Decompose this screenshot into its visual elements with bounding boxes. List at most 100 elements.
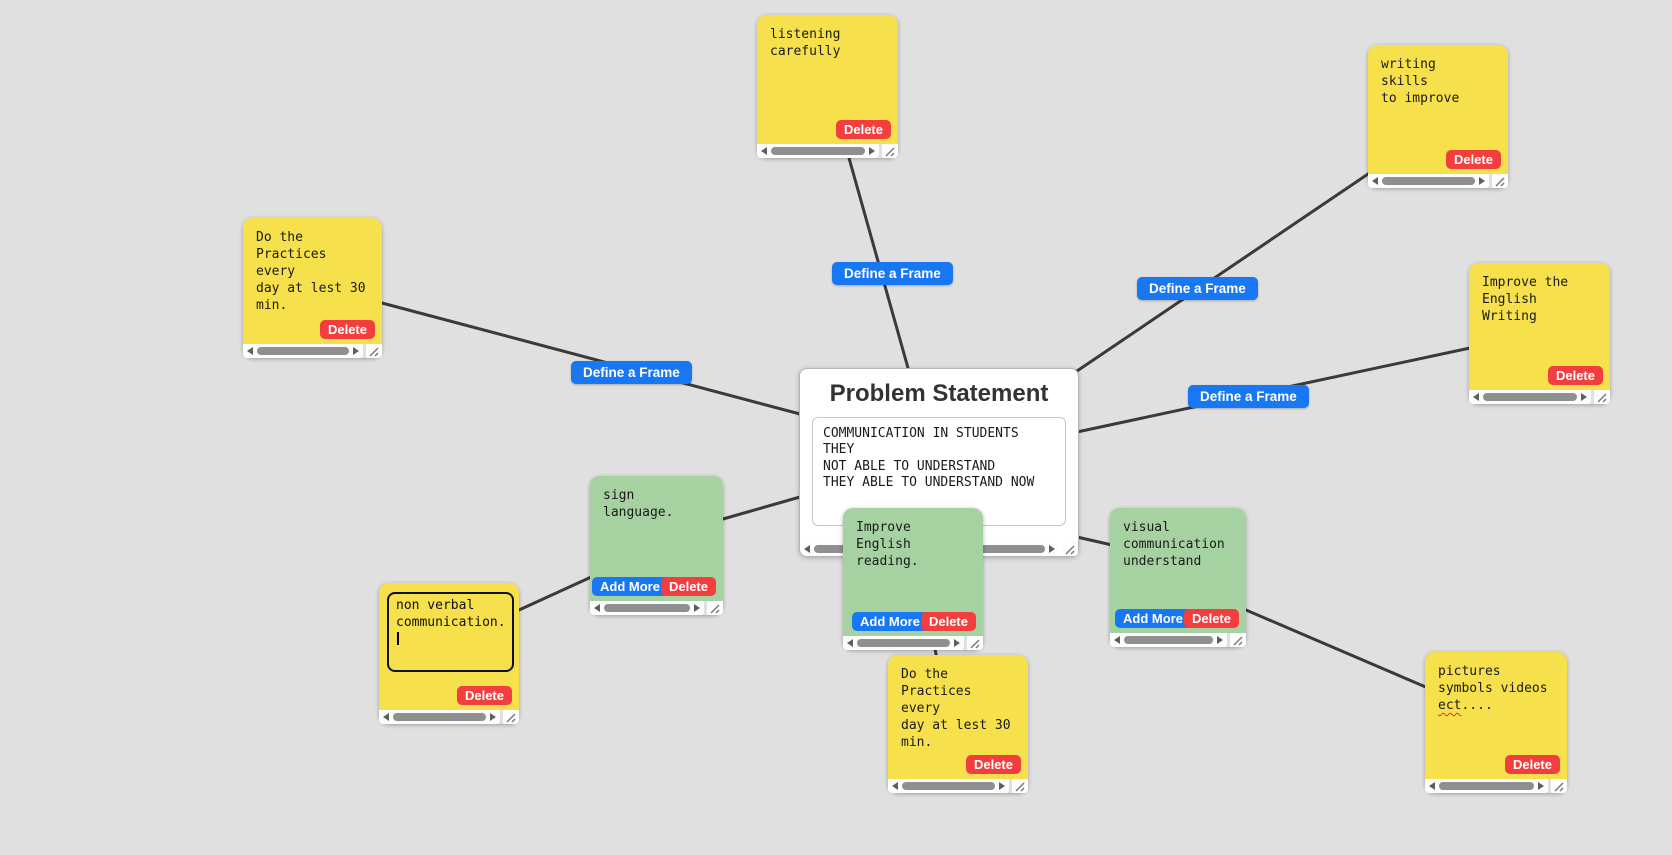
resize-grip[interactable]	[707, 601, 723, 615]
scrollbar-thumb[interactable]	[1483, 393, 1577, 401]
resize-grip[interactable]	[1062, 542, 1078, 556]
define-frame-button-left[interactable]: Define a Frame	[571, 361, 692, 384]
note-non-verbal-editing[interactable]: non verbal communication. Delete	[379, 583, 519, 724]
scrollbar-track[interactable]	[389, 713, 490, 721]
note-text[interactable]: Do the Practices every day at lest 30 mi…	[256, 230, 366, 313]
note-edit-textarea[interactable]: non verbal communication.	[387, 592, 514, 672]
delete-button[interactable]: Delete	[1183, 609, 1239, 628]
scrollbar-track[interactable]	[1435, 782, 1538, 790]
resize-grip[interactable]	[1551, 779, 1567, 793]
resize-grip[interactable]	[366, 344, 382, 358]
scrollbar-track[interactable]	[898, 782, 999, 790]
scroll-left-arrow[interactable]	[1372, 177, 1378, 185]
note-text[interactable]: Improve English reading.	[856, 520, 919, 569]
scroll-right-arrow[interactable]	[694, 604, 700, 612]
horizontal-scrollbar[interactable]	[379, 710, 500, 724]
delete-button[interactable]: Delete	[1547, 366, 1603, 385]
scroll-left-arrow[interactable]	[1429, 782, 1435, 790]
horizontal-scrollbar[interactable]	[888, 779, 1009, 793]
note-body[interactable]: pictures symbols videos ect.... Delete	[1425, 652, 1567, 779]
scroll-left-arrow[interactable]	[1473, 393, 1479, 401]
horizontal-scrollbar[interactable]	[1110, 633, 1227, 647]
horizontal-scrollbar[interactable]	[590, 601, 704, 615]
note-visual-communication[interactable]: visual communication understand Add More…	[1110, 508, 1246, 647]
scrollbar-thumb[interactable]	[1382, 177, 1475, 185]
note-text[interactable]: sign language.	[603, 488, 674, 520]
resize-grip[interactable]	[1012, 779, 1028, 793]
note-pictures[interactable]: pictures symbols videos ect.... Delete	[1425, 652, 1567, 793]
define-frame-button-upper-right[interactable]: Define a Frame	[1137, 277, 1258, 300]
problem-statement-text[interactable]: COMMUNICATION IN STUDENTS THEY NOT ABLE …	[812, 417, 1066, 526]
note-body[interactable]: non verbal communication. Delete	[379, 583, 519, 710]
scroll-left-arrow[interactable]	[247, 347, 253, 355]
define-frame-button-right[interactable]: Define a Frame	[1188, 385, 1309, 408]
note-body[interactable]: Improve English reading. Add More Delete	[843, 508, 983, 636]
note-text[interactable]: listening carefully	[770, 27, 841, 59]
scrollbar-thumb[interactable]	[1439, 782, 1534, 790]
scroll-right-arrow[interactable]	[1581, 393, 1587, 401]
note-body[interactable]: Do the Practices every day at lest 30 mi…	[888, 655, 1028, 779]
note-practices-left[interactable]: Do the Practices every day at lest 30 mi…	[243, 218, 382, 358]
scroll-right-arrow[interactable]	[1049, 545, 1055, 553]
define-frame-button-top[interactable]: Define a Frame	[832, 262, 953, 285]
resize-grip[interactable]	[1594, 390, 1610, 404]
resize-grip[interactable]	[882, 144, 898, 158]
note-text[interactable]: writing skills to improve	[1381, 57, 1460, 106]
delete-button[interactable]: Delete	[456, 686, 512, 705]
resize-grip[interactable]	[503, 710, 519, 724]
note-body[interactable]: listening carefully Delete	[757, 15, 898, 144]
delete-button[interactable]: Delete	[920, 612, 976, 631]
scrollbar-thumb[interactable]	[902, 782, 995, 790]
scroll-left-arrow[interactable]	[383, 713, 389, 721]
scroll-right-arrow[interactable]	[1479, 177, 1485, 185]
scroll-left-arrow[interactable]	[847, 639, 853, 647]
add-more-button[interactable]: Add More	[592, 577, 674, 596]
scroll-right-arrow[interactable]	[353, 347, 359, 355]
horizontal-scrollbar[interactable]	[757, 144, 879, 158]
scroll-left-arrow[interactable]	[761, 147, 767, 155]
scroll-right-arrow[interactable]	[1217, 636, 1223, 644]
scroll-left-arrow[interactable]	[594, 604, 600, 612]
delete-button[interactable]: Delete	[835, 120, 891, 139]
note-text[interactable]: Improve the English Writing	[1482, 275, 1569, 324]
scrollbar-track[interactable]	[767, 147, 869, 155]
note-text[interactable]: Do the Practices every day at lest 30 mi…	[901, 667, 1011, 750]
delete-button[interactable]: Delete	[1504, 755, 1560, 774]
note-body[interactable]: Improve the English Writing Delete	[1469, 263, 1610, 390]
delete-button[interactable]: Delete	[1445, 150, 1501, 169]
note-listening[interactable]: listening carefully Delete	[757, 15, 898, 158]
scroll-right-arrow[interactable]	[869, 147, 875, 155]
scroll-right-arrow[interactable]	[1538, 782, 1544, 790]
delete-button[interactable]: Delete	[965, 755, 1021, 774]
scrollbar-track[interactable]	[1120, 636, 1217, 644]
note-text[interactable]: visual communication understand	[1123, 520, 1225, 569]
scrollbar-track[interactable]	[1479, 393, 1581, 401]
scrollbar-track[interactable]	[253, 347, 353, 355]
resize-grip[interactable]	[967, 636, 983, 650]
scrollbar-thumb[interactable]	[857, 639, 950, 647]
note-body[interactable]: writing skills to improve Delete	[1368, 45, 1508, 174]
scrollbar-thumb[interactable]	[1124, 636, 1213, 644]
horizontal-scrollbar[interactable]	[243, 344, 363, 358]
note-english-writing[interactable]: Improve the English Writing Delete	[1469, 263, 1610, 404]
horizontal-scrollbar[interactable]	[1368, 174, 1489, 188]
delete-button[interactable]: Delete	[319, 320, 375, 339]
add-more-button[interactable]: Add More	[1115, 609, 1197, 628]
horizontal-scrollbar[interactable]	[1425, 779, 1548, 793]
scrollbar-thumb[interactable]	[257, 347, 349, 355]
note-improve-reading[interactable]: Improve English reading. Add More Delete	[843, 508, 983, 650]
scroll-left-arrow[interactable]	[892, 782, 898, 790]
scrollbar-thumb[interactable]	[604, 604, 690, 612]
resize-grip[interactable]	[1492, 174, 1508, 188]
scrollbar-track[interactable]	[600, 604, 694, 612]
note-body[interactable]: visual communication understand Add More…	[1110, 508, 1246, 633]
scroll-right-arrow[interactable]	[490, 713, 496, 721]
scrollbar-thumb[interactable]	[771, 147, 865, 155]
note-sign-language[interactable]: sign language. Add More Delete	[590, 476, 723, 615]
delete-button[interactable]: Delete	[660, 577, 716, 596]
resize-grip[interactable]	[1230, 633, 1246, 647]
scroll-right-arrow[interactable]	[999, 782, 1005, 790]
note-practices-bottom[interactable]: Do the Practices every day at lest 30 mi…	[888, 655, 1028, 793]
note-writing-skills[interactable]: writing skills to improve Delete	[1368, 45, 1508, 188]
